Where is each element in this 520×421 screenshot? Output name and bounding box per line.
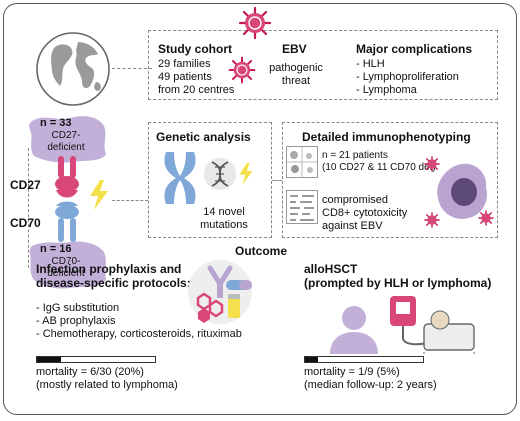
complications-title: Major complications	[356, 42, 473, 56]
genetic-caption-line: mutations	[200, 219, 248, 231]
ebv-line: pathogenic	[269, 62, 323, 74]
prophylaxis-item: - AB prophylaxis	[36, 315, 116, 327]
immuno-patients-line: n = 21 patients	[322, 150, 388, 161]
cohort-line: 29 families	[158, 58, 211, 70]
immuno-title: Detailed immunophenotyping	[302, 130, 471, 144]
immuno-finding-line: CD8+ cytotoxicity	[322, 207, 408, 219]
prophylaxis-mortality-line: mortality = 6/30 (20%)	[36, 366, 144, 378]
study-cohort-title: Study cohort	[158, 42, 232, 56]
immunophenotyping-box	[282, 122, 498, 238]
prophylaxis-item: - IgG substitution	[36, 302, 120, 314]
prophylaxis-title: Infection prophylaxis and disease-specif…	[36, 262, 191, 290]
cd27-cd70-receptor-icon	[55, 156, 79, 242]
cd27-count: n = 33	[40, 117, 72, 129]
lightning-icon	[239, 163, 253, 185]
prophylaxis-mortality-fill	[37, 357, 61, 362]
lightning-icon	[90, 180, 108, 210]
hsct-mortality-bar	[304, 356, 424, 363]
hsct-mortality-line: (median follow-up: 2 years)	[304, 379, 437, 391]
cd27-desc-line: deficient	[47, 142, 85, 153]
transplant-icon	[330, 296, 475, 354]
immuno-patients-line: (10 CD27 & 11 CD70 def)	[322, 162, 436, 173]
prophylaxis-mortality-line: (mostly related to lymphoma)	[36, 379, 178, 391]
hsct-title-line: alloHSCT	[304, 262, 358, 276]
virus-icon	[238, 6, 272, 40]
prophylaxis-mortality-bar	[36, 356, 156, 363]
immuno-finding-line: against EBV	[322, 220, 383, 232]
left-bracket	[28, 148, 29, 268]
hsct-mortality-line: mortality = 1/9 (5%)	[304, 366, 400, 378]
cd27-desc-line: CD27-	[51, 130, 81, 141]
nk-cell-icon	[437, 163, 488, 219]
globe-connector	[112, 68, 152, 69]
prophylaxis-item: - Chemotherapy, corticosteroids, rituxim…	[36, 328, 242, 340]
cd27-desc: CD27- deficient	[40, 130, 92, 154]
genetic-caption: 14 novel mutations	[184, 206, 264, 232]
virus-icon	[424, 212, 440, 228]
cd70-count: n = 16	[40, 243, 72, 255]
virus-icon	[478, 210, 494, 226]
study-cohort-lines: 29 families 49 patients from 20 centres	[158, 58, 234, 97]
ebv-line: threat	[281, 75, 311, 87]
immuno-finding-line: compromised	[322, 194, 389, 206]
chromosome-icon	[164, 152, 196, 204]
cd70-cell-blob	[29, 241, 106, 289]
complication-item: - Lymphoproliferation	[356, 71, 459, 83]
hsct-title-line: (prompted by HLH or lymphoma)	[304, 276, 492, 290]
hsct-mortality-fill	[305, 357, 319, 362]
cd27-label: CD27	[10, 178, 41, 192]
connector	[272, 180, 282, 181]
complication-item: - Lymphoma	[356, 84, 417, 96]
cd70-label: CD70	[10, 216, 41, 230]
complications-list: - HLH - Lymphoproliferation - Lymphoma	[356, 58, 459, 97]
hsct-mortality: mortality = 1/9 (5%) (median follow-up: …	[304, 366, 437, 392]
virus-icon	[228, 56, 256, 84]
cd70-desc-line: CD70-	[51, 256, 81, 267]
cohort-line: 49 patients	[158, 71, 212, 83]
immuno-patients: n = 21 patients (10 CD27 & 11 CD70 def)	[322, 150, 436, 174]
genetic-analysis-box	[148, 122, 272, 238]
prophylaxis-title-line: disease-specific protocols:	[36, 276, 191, 290]
prophylaxis-title-line: Infection prophylaxis and	[36, 262, 182, 276]
graphical-abstract: Study cohort 29 families 49 patients fro…	[3, 3, 517, 415]
connector	[112, 200, 148, 201]
genetic-caption-line: 14 novel	[203, 206, 245, 218]
drugs-icon	[188, 260, 252, 324]
ebv-subtitle: pathogenic threat	[266, 62, 326, 88]
flow-cytometry-plot-icon	[286, 146, 318, 178]
complication-item: - HLH	[356, 58, 385, 70]
ebv-title: EBV	[282, 42, 307, 56]
cohort-line: from 20 centres	[158, 84, 235, 96]
immuno-finding: compromised CD8+ cytotoxicity against EB…	[322, 194, 407, 233]
cd70-desc-line: deficient	[47, 268, 85, 279]
cd27-cell-blob	[29, 116, 106, 163]
virus-icon	[424, 156, 440, 172]
dna-icon	[204, 158, 236, 190]
globe-icon	[36, 32, 110, 106]
prophylaxis-mortality: mortality = 6/30 (20%) (mostly related t…	[36, 366, 178, 392]
prophylaxis-list: - IgG substitution - AB prophylaxis - Ch…	[36, 302, 242, 341]
study-cohort-box	[148, 30, 498, 100]
outcome-title: Outcome	[234, 244, 287, 258]
genetic-title: Genetic analysis	[156, 130, 251, 144]
hsct-title: alloHSCT (prompted by HLH or lymphoma)	[304, 262, 491, 290]
cd70-desc: CD70- deficient	[40, 256, 92, 280]
cytotoxicity-assay-icon	[286, 190, 318, 224]
